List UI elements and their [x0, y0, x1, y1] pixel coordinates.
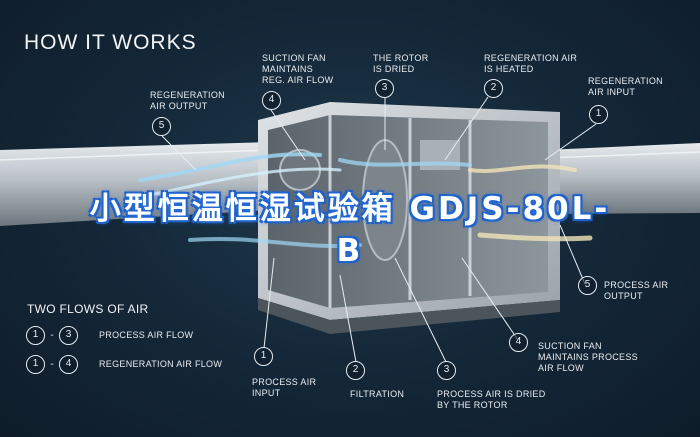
callout-number-2-top: 2 — [484, 79, 503, 98]
callout-number-3-top: 3 — [375, 79, 394, 98]
callout-number-2-bottom: 2 — [346, 361, 365, 380]
unit-body — [258, 102, 560, 334]
regeneration-air-output-label: REGENERATION AIR OUTPUT — [150, 90, 225, 111]
suction-fan-process-label: SUCTION FAN MAINTAINS PROCESS AIR FLOW — [538, 341, 638, 373]
filtration-label: FILTRATION — [350, 389, 405, 399]
callout-number-3-bottom: 3 — [437, 361, 456, 380]
callout-number-1-bottom: 1 — [254, 347, 273, 366]
legend-process-air-flow: PROCESS AIR FLOW — [99, 330, 194, 340]
legend-row-regeneration: 1 - 4 REGENERATION AIR FLOW — [26, 354, 222, 374]
process-air-dried-label: PROCESS AIR IS DRIED BY THE ROTOR — [437, 389, 546, 410]
regeneration-air-heated-label: REGENERATION AIR IS HEATED — [484, 53, 578, 74]
product-title-overlay: 小型恒温恒湿试验箱 GDJS-80L-B — [89, 191, 611, 269]
legend-dash: - — [50, 358, 54, 370]
right-duct — [544, 143, 700, 214]
callout-number-5-top: 5 — [152, 117, 171, 136]
legend-from-number: 1 — [26, 325, 45, 345]
regeneration-air-input-label: REGENERATION AIR INPUT — [588, 76, 663, 97]
suction-fan-regen-label: SUCTION FAN MAINTAINS REG. AIR FLOW — [262, 53, 334, 85]
callout-number-1-top: 1 — [589, 105, 608, 124]
legend-dash: - — [50, 329, 54, 341]
callout-number-4-top: 4 — [262, 91, 281, 110]
legend-from-number: 1 — [26, 354, 45, 374]
callout-number-5-right: 5 — [578, 276, 597, 295]
legend-to-number: 4 — [59, 354, 78, 374]
legend-to-number: 3 — [59, 325, 78, 345]
process-air-output-label: PROCESS AIR OUTPUT — [604, 280, 669, 301]
callout-number-4-right: 4 — [509, 333, 528, 352]
legend-regeneration-air-flow: REGENERATION AIR FLOW — [99, 359, 223, 369]
air-flow-streaks — [138, 152, 593, 249]
process-air-input-label: PROCESS AIR INPUT — [252, 377, 317, 398]
legend-row-process: 1 - 3 PROCESS AIR FLOW — [26, 325, 193, 345]
legend-title: TWO FLOWS OF AIR — [27, 302, 149, 316]
leader-lines — [161, 96, 597, 363]
page-heading: HOW IT WORKS — [24, 31, 197, 54]
rotor-dried-label: THE ROTOR IS DRIED — [373, 53, 429, 74]
